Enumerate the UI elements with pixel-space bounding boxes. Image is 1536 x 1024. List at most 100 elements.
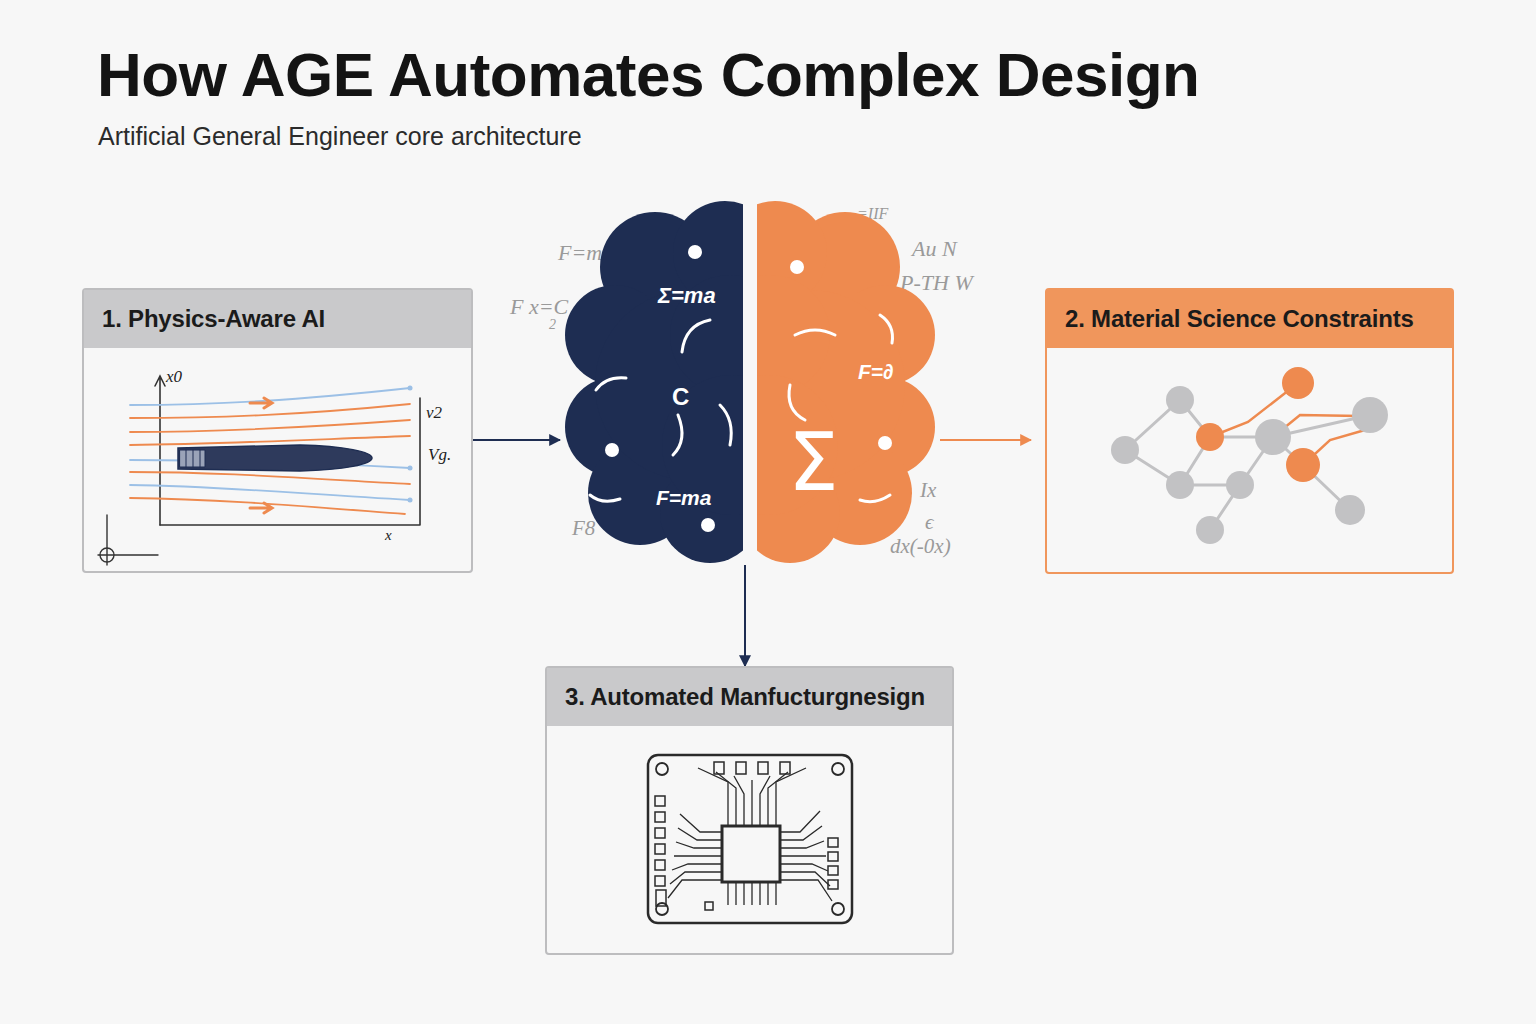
brain-fold [596, 378, 626, 390]
flow-illustration-part [408, 498, 413, 503]
pcb-trace [678, 828, 722, 840]
pcb-trace [751, 882, 752, 905]
flow-illustration-part [130, 498, 405, 514]
step-box: 1. Physics-Aware AI [82, 288, 473, 573]
box-heading: 3. Automated Manfucturgnesign [565, 683, 925, 711]
brain-formula: Σ [788, 423, 839, 503]
formula-label: ϵ [925, 512, 933, 533]
molecule-graph-part [1125, 400, 1370, 530]
pcb-trace [668, 880, 722, 898]
pcb-pad [655, 796, 665, 806]
pcb-trace [698, 768, 728, 826]
formula-label: 2 [549, 318, 556, 332]
circuit-board-part [648, 755, 852, 923]
box-header: 2. Material Science Constraints [1047, 290, 1452, 348]
brain-dot [878, 436, 892, 450]
pcb-pad [705, 902, 713, 910]
formula-label: P-TH W [900, 272, 973, 294]
molecule-graph-part-part [1226, 471, 1254, 499]
molecule-graph-part-part [1352, 397, 1388, 433]
brain-fold [590, 495, 620, 501]
box-heading: 1. Physics-Aware AI [102, 305, 325, 333]
flow-illustration-part [100, 548, 114, 562]
flow-illustration-part [178, 445, 372, 471]
pcb-pad [828, 880, 838, 889]
flow-illustration-part [130, 436, 410, 445]
pcb-pad [655, 812, 665, 822]
molecule-graph [1111, 367, 1388, 544]
molecule-graph-part-part [1166, 386, 1194, 414]
pcb-pad [714, 762, 724, 774]
molecule-graph-part-part [1196, 423, 1224, 451]
pcb-trace [775, 882, 776, 905]
brain-lobe [757, 375, 838, 515]
brain-fold [682, 320, 710, 352]
pcb-trace [676, 842, 722, 848]
axis-label: Vg. [428, 446, 451, 463]
circuit-board [648, 755, 852, 923]
molecule-graph-part-part [1111, 436, 1139, 464]
brain-core: Σ=maCF=maF=∂Σ [560, 195, 940, 565]
flow-illustration-part [250, 503, 272, 513]
pcb-pad [656, 890, 666, 906]
brain-shape-part [590, 315, 893, 502]
molecule-graph-part-part [1286, 448, 1320, 482]
brain-fold [673, 415, 682, 455]
flow-illustration-part [130, 472, 410, 484]
flow-illustration-part [130, 420, 410, 432]
subtitle: Artificial General Engineer core archite… [98, 124, 582, 149]
axis-label: v2 [426, 404, 442, 421]
box-header: 3. Automated Manfucturgnesign [547, 668, 952, 726]
pcb-trace [680, 814, 722, 832]
brain-dot [701, 518, 715, 532]
right-hemisphere [757, 201, 935, 563]
step-box: 3. Automated Manfucturgnesign [545, 666, 954, 955]
pcb-trace [672, 864, 722, 870]
circuit-board-part [832, 903, 844, 915]
pcb-trace [674, 855, 722, 856]
pcb-pad [655, 876, 665, 886]
circuit-board-part [722, 826, 780, 882]
circuit-board-part [832, 763, 844, 775]
brain-fold [795, 330, 835, 335]
pcb-trace [727, 882, 728, 905]
pcb-trace [780, 880, 832, 901]
flow-illustration-part [130, 404, 410, 418]
pcb-pad [655, 828, 665, 838]
molecule-graph-part [1210, 383, 1365, 465]
molecule-graph-part [1111, 386, 1388, 544]
pcb-trace [780, 872, 830, 886]
pcb-trace [735, 882, 736, 905]
molecule-graph-part-part [1166, 471, 1194, 499]
pcb-pad [736, 762, 746, 774]
brain-fold [860, 495, 890, 502]
brain-fold [720, 405, 731, 445]
molecule-graph-part-part [1196, 516, 1224, 544]
formula-label: dx(-0x) [890, 536, 951, 557]
pcb-pad [828, 866, 838, 875]
axis-label: x0 [166, 368, 182, 385]
pcb-trace [776, 768, 806, 826]
pcb-pad [758, 762, 768, 774]
connector-arrow [744, 565, 746, 666]
brain-dot [790, 260, 804, 274]
pcb-trace [767, 882, 768, 905]
brain-shape-part [605, 245, 892, 532]
pcb-trace [743, 882, 744, 905]
connector-arrow [940, 439, 1031, 441]
pcb-trace [759, 882, 760, 905]
pcb-trace [716, 772, 736, 826]
pcb-trace [780, 826, 822, 840]
flow-illustration-part [130, 485, 410, 500]
brain-fold [880, 315, 893, 343]
brain-fold [789, 385, 805, 420]
pcb-pad [828, 852, 838, 861]
formula-label: Au N [912, 238, 957, 260]
pcb-trace [670, 872, 722, 884]
title: How AGE Automates Complex Design [97, 44, 1199, 106]
pcb-trace [734, 776, 744, 826]
pcb-pad [655, 844, 665, 854]
pcb-trace [780, 811, 820, 832]
formula-label: F x=C [510, 296, 568, 318]
